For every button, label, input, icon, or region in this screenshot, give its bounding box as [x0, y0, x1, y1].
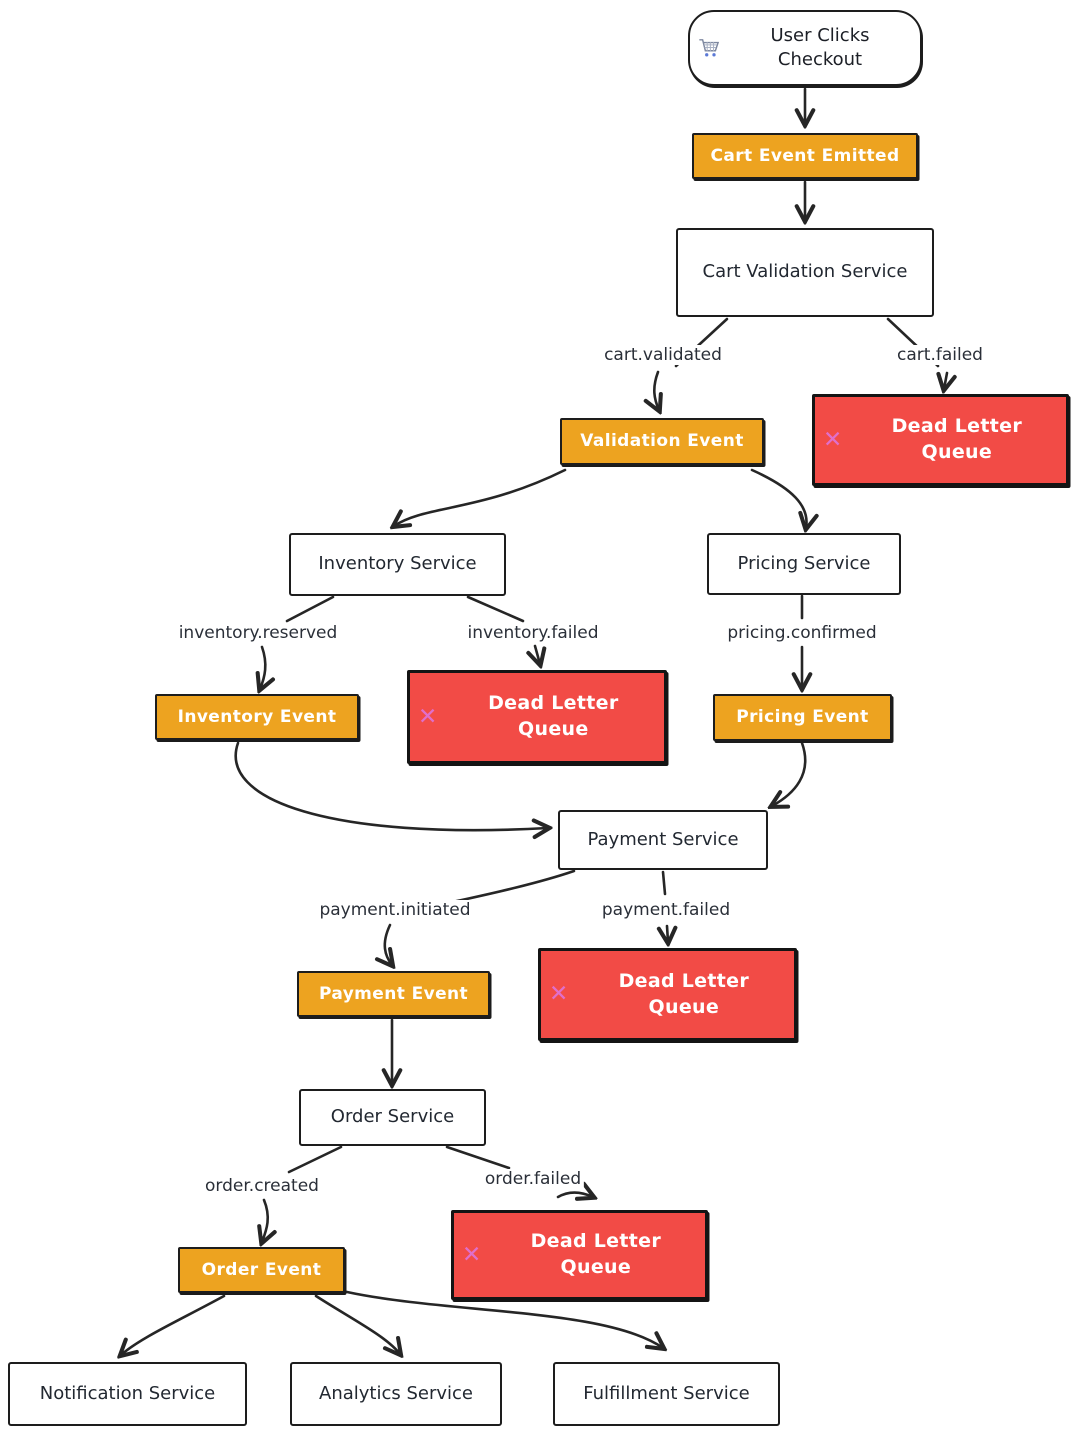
node-inventory-service: Inventory Service [289, 533, 506, 596]
node-label: Dead Letter Queue [530, 1230, 661, 1278]
node-user-clicks-checkout: User Clicks Checkout [688, 10, 922, 86]
node-dead-letter-queue-order: ✕ Dead Letter Queue [451, 1210, 708, 1300]
node-label: Dead Letter Queue [891, 415, 1022, 463]
node-label: Dead Letter Queue [618, 969, 749, 1018]
x-icon: ✕ [549, 981, 569, 1007]
node-validation-event: Validation Event [560, 418, 764, 465]
node-label: Dead Letter Queue [488, 692, 619, 740]
node-cart-event-emitted: Cart Event Emitted [692, 133, 918, 179]
edge-label-inventory-reserved: inventory.reserved [175, 623, 341, 643]
edge-label-to-dlq-payment [667, 924, 668, 942]
node-label: User Clicks Checkout [770, 24, 870, 70]
node-label: Inventory Service [318, 553, 477, 575]
node-notification-service: Notification Service [8, 1362, 247, 1426]
node-label: Inventory Event [177, 706, 337, 727]
edge-order-event-to-analytics [314, 1294, 400, 1354]
edge-label-inventory-failed: inventory.failed [464, 623, 602, 643]
node-label: Cart Event Emitted [710, 145, 900, 166]
node-pricing-service: Pricing Service [707, 533, 901, 595]
edge-label-to-inventory-event [260, 645, 265, 689]
edge-label-cart-failed: cart.failed [894, 345, 986, 365]
node-label: Cart Validation Service [702, 261, 908, 283]
edge-order-to-label-failed [445, 1145, 511, 1170]
edge-inventory-to-label-reserved [285, 595, 335, 623]
node-order-service: Order Service [299, 1089, 486, 1146]
node-pricing-event: Pricing Event [713, 694, 892, 741]
x-icon: ✕ [418, 703, 438, 730]
edge-label-order-failed: order.failed [481, 1169, 585, 1189]
edge-label-to-dlq-order [556, 1192, 593, 1197]
edge-order-event-to-fulfillment [345, 1290, 663, 1348]
node-dead-letter-queue-cart: ✕ Dead Letter Queue [812, 394, 1069, 486]
edge-label-to-payment-event [385, 923, 392, 965]
node-label: Payment Event [318, 983, 469, 1004]
node-label: Order Event [201, 1259, 322, 1280]
node-inventory-event: Inventory Event [155, 694, 359, 740]
edge-order-to-label-created [287, 1145, 343, 1174]
edge-label-payment-failed: payment.failed [598, 900, 734, 920]
node-label: Pricing Event [736, 707, 869, 728]
node-order-event: Order Event [178, 1247, 345, 1293]
node-label: Pricing Service [737, 552, 871, 574]
edge-label-payment-initiated: payment.initiated [316, 900, 474, 920]
node-analytics-service: Analytics Service [290, 1362, 502, 1426]
node-label: Notification Service [39, 1382, 216, 1404]
edge-label-to-order-event [262, 1198, 268, 1242]
edge-pricing-event-to-payment [772, 741, 807, 806]
edge-label-order-created: order.created [202, 1176, 322, 1196]
x-icon: ✕ [462, 1241, 482, 1268]
edge-validation-event-to-pricing [750, 468, 807, 528]
node-fulfillment-service: Fulfillment Service [553, 1362, 780, 1426]
edge-label-cart-validated: cart.validated [601, 345, 725, 365]
edge-validation-event-to-inventory [394, 468, 567, 526]
node-payment-service: Payment Service [558, 810, 768, 870]
shopping-cart-icon [698, 38, 720, 58]
node-label: Order Service [330, 1106, 455, 1128]
node-dead-letter-queue-inventory: ✕ Dead Letter Queue [407, 670, 667, 764]
node-dead-letter-queue-payment: ✕ Dead Letter Queue [538, 948, 797, 1041]
node-label: Analytics Service [319, 1382, 473, 1404]
edge-order-event-to-notification [121, 1294, 226, 1355]
edge-label-pricing-confirmed: pricing.confirmed [724, 623, 880, 643]
node-cart-validation-service: Cart Validation Service [676, 228, 934, 317]
node-label: Fulfillment Service [583, 1382, 750, 1404]
node-label: Validation Event [580, 431, 744, 452]
node-label: Payment Service [587, 828, 739, 850]
edge-inventory-to-label-failed [466, 595, 525, 623]
edge-label-to-dlq-inventory [535, 644, 540, 664]
x-icon: ✕ [823, 426, 843, 453]
edge-label-to-validation-event [654, 370, 659, 410]
node-payment-event: Payment Event [297, 971, 490, 1017]
edge-payment-to-label-failed [661, 870, 667, 896]
edge-label-to-dlq-cart [944, 371, 947, 389]
